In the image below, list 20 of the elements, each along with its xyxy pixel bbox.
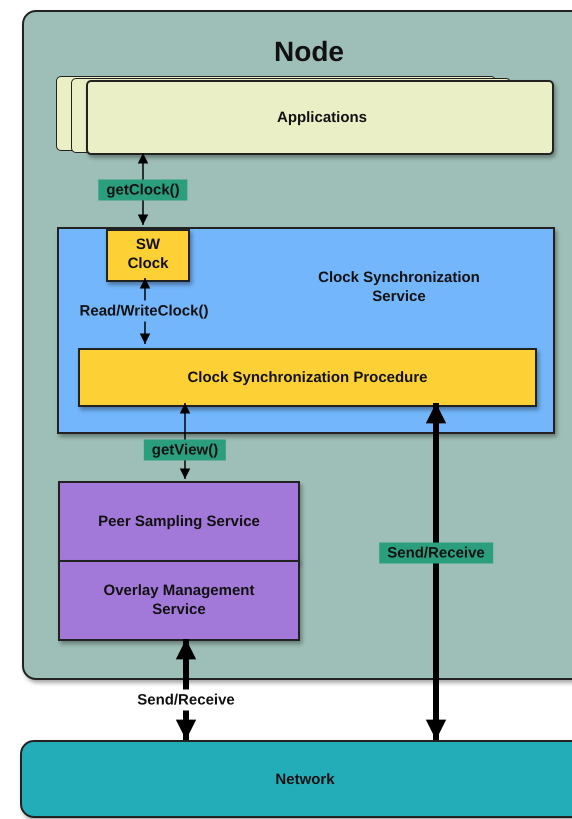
node-label: Clock Synchronization Service bbox=[317, 269, 481, 306]
application-box bbox=[86, 80, 554, 155]
arrow bbox=[426, 403, 446, 740]
edge-label: Send/Receive bbox=[379, 542, 493, 564]
service-box bbox=[58, 481, 300, 562]
network-box bbox=[20, 740, 572, 818]
node-label: Clock Synchronization Procedure bbox=[186, 369, 429, 388]
edge-label: getView() bbox=[144, 440, 226, 460]
clock-box bbox=[106, 229, 190, 282]
node-label: SW Clock bbox=[126, 236, 170, 274]
procedure-box bbox=[78, 348, 537, 407]
node-title: Node bbox=[273, 35, 345, 69]
edge-label: getClock() bbox=[98, 180, 188, 200]
node-label: Network bbox=[274, 771, 336, 790]
node-label: Overlay Management Service bbox=[102, 582, 256, 620]
service-box bbox=[58, 560, 300, 641]
node-label: Applications bbox=[276, 109, 368, 128]
service-box bbox=[57, 227, 555, 434]
container-box bbox=[22, 10, 572, 680]
node-label: Peer Sampling Service bbox=[97, 513, 261, 532]
